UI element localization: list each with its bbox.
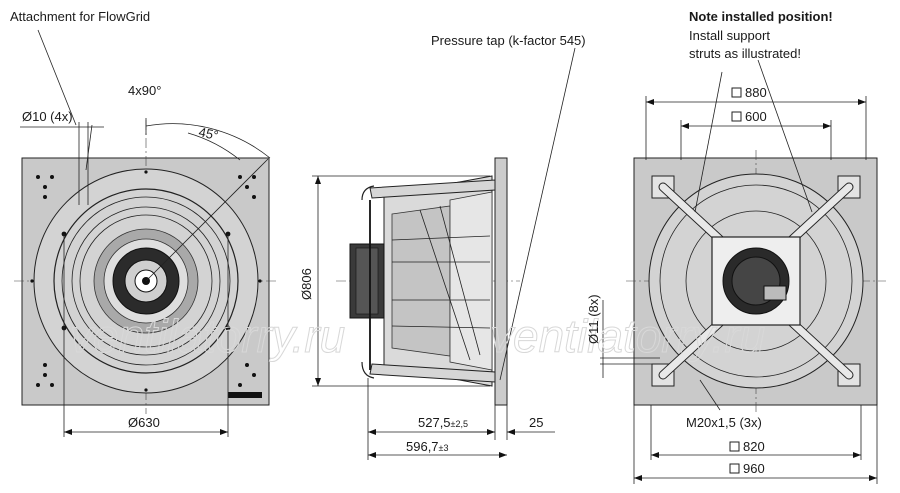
square-symbol-icon [731, 87, 742, 98]
side-plate [494, 157, 508, 406]
pressure-tap-label: Pressure tap (k-factor 545) [431, 33, 586, 48]
side-view [312, 47, 576, 460]
square-symbol-icon [729, 441, 740, 452]
note-title: Note installed position! [689, 9, 833, 24]
angle-45-label: 45° [197, 124, 219, 143]
hole-11-label: Ø11 (8x) [586, 294, 601, 344]
attachment-label: Attachment for FlowGrid [10, 9, 150, 24]
height-diameter-label: Ø806 [299, 268, 314, 300]
note-line-2: struts as illustrated! [689, 46, 801, 61]
front-view [14, 29, 278, 437]
size-600-label: 600 [745, 109, 767, 124]
watermark-right: ventilatorry.ru [490, 310, 765, 362]
depth-plate-label: 25 [529, 415, 543, 430]
corner-holes [30, 170, 262, 392]
note-line-1: Install support [689, 28, 770, 43]
label-plate [228, 392, 262, 398]
angle-4x90-label: 4x90° [128, 83, 161, 98]
impeller-diameter-label: Ø630 [128, 415, 160, 430]
size-960-label: 960 [743, 461, 765, 476]
square-symbol-icon [731, 111, 742, 122]
watermark-left: ventilatorry.ru [70, 310, 345, 362]
thread-label: M20x1,5 (3x) [686, 415, 762, 430]
size-820-label: 820 [743, 439, 765, 454]
size-880-label: 880 [745, 85, 767, 100]
depth-main-label: 527,5±2,5 [418, 415, 468, 430]
hole-diameter-label: Ø10 (4x) [22, 109, 73, 124]
square-symbol-icon [729, 463, 740, 474]
rear-view [600, 59, 886, 484]
depth-total-label: 596,7±3 [406, 439, 449, 454]
